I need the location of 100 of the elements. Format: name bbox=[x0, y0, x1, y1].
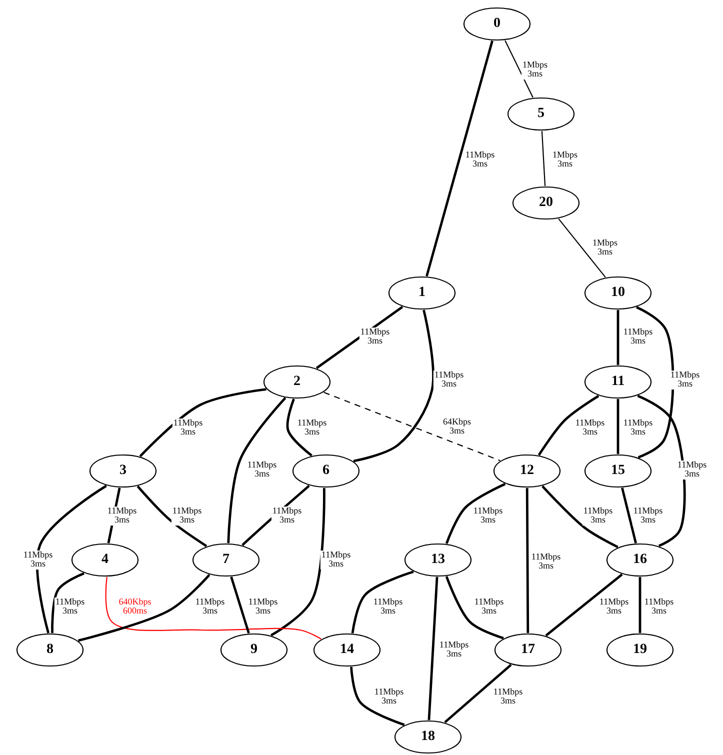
edge-label: 11Mbps 3ms bbox=[171, 506, 203, 526]
edge-label: 11Mbps 3ms bbox=[632, 506, 664, 526]
node-label: 16 bbox=[632, 552, 648, 568]
edge-label: 640Kbps 600ms bbox=[118, 598, 152, 616]
edge-label: 11Mbps 3ms bbox=[438, 640, 470, 660]
edge-label: 1Mbps 3ms bbox=[522, 60, 548, 80]
link-line bbox=[542, 485, 618, 548]
dashed-link-line bbox=[324, 392, 500, 462]
network-node bbox=[313, 633, 381, 667]
network-node bbox=[494, 633, 562, 667]
edge-label: 11Mbps 3ms bbox=[492, 688, 524, 706]
network-node bbox=[404, 543, 472, 577]
network-node bbox=[394, 720, 462, 754]
link-line bbox=[353, 310, 434, 462]
edge-label: 11Mbps 3ms bbox=[622, 418, 654, 438]
network-node bbox=[388, 276, 456, 310]
edge-label: 11Mbps 3ms bbox=[598, 598, 630, 616]
network-node bbox=[507, 97, 575, 131]
edge-label: 1Mbps 3ms bbox=[592, 238, 618, 258]
node-label: 13 bbox=[430, 552, 446, 568]
network-node bbox=[493, 454, 561, 488]
link-line bbox=[270, 488, 326, 636]
edge-label: 11Mbps 3ms bbox=[296, 418, 328, 438]
edge-label: 11Mbps 3ms bbox=[22, 550, 54, 570]
node-label: 2 bbox=[292, 374, 302, 390]
edge-label: 11Mbps 3ms bbox=[359, 328, 391, 346]
link-line bbox=[504, 40, 534, 98]
edge-label: 11Mbps 3ms bbox=[530, 552, 562, 572]
edge-label: 64Kbps 3ms bbox=[442, 418, 472, 436]
node-label: 9 bbox=[250, 642, 258, 658]
node-label: 11 bbox=[610, 374, 626, 390]
edge-label: 11Mbps 3ms bbox=[582, 506, 614, 526]
link-line bbox=[286, 398, 312, 457]
link-line bbox=[139, 388, 266, 458]
edge-label: 1Mbps 3ms bbox=[552, 150, 578, 170]
edge-label: 11Mbps 3ms bbox=[246, 460, 278, 480]
node-label: 7 bbox=[222, 552, 230, 568]
link-line bbox=[136, 486, 208, 548]
edge-label: 11Mbps 3ms bbox=[464, 150, 496, 170]
node-label: 4 bbox=[100, 552, 110, 568]
node-label: 0 bbox=[492, 16, 502, 32]
link-line bbox=[351, 570, 414, 634]
network-node bbox=[463, 7, 531, 41]
edge-label: 11Mbps 3ms bbox=[54, 598, 86, 616]
link-line bbox=[638, 577, 642, 633]
node-label: 14 bbox=[339, 642, 355, 658]
node-label: 15 bbox=[610, 463, 626, 479]
link-line bbox=[428, 576, 438, 720]
node-label: 8 bbox=[46, 642, 54, 658]
link-line bbox=[105, 576, 322, 640]
edge-label: 11Mbps 3ms bbox=[574, 418, 606, 438]
link-line bbox=[350, 666, 405, 726]
network-node bbox=[71, 543, 139, 577]
link-line bbox=[526, 488, 530, 633]
link-line bbox=[558, 218, 606, 278]
node-label: 19 bbox=[632, 642, 648, 658]
edge-label: 11Mbps 3ms bbox=[669, 370, 701, 390]
node-label: 20 bbox=[538, 195, 554, 211]
node-label: 12 bbox=[519, 463, 535, 479]
network-node bbox=[89, 454, 157, 488]
node-label: 6 bbox=[322, 463, 330, 479]
link-line bbox=[616, 310, 620, 365]
network-node bbox=[584, 365, 652, 399]
link-line bbox=[636, 306, 674, 458]
link-line bbox=[541, 130, 546, 186]
node-label: 1 bbox=[418, 285, 426, 301]
network-node bbox=[584, 276, 652, 310]
edge-label: 11Mbps 3ms bbox=[433, 370, 465, 390]
node-label: 3 bbox=[118, 463, 128, 479]
network-node bbox=[512, 186, 580, 220]
link-line bbox=[36, 484, 107, 634]
node-label: 5 bbox=[536, 106, 546, 122]
link-line bbox=[444, 664, 512, 724]
edge-label: 11Mbps 3ms bbox=[373, 688, 405, 706]
link-line bbox=[445, 482, 506, 544]
link-line bbox=[78, 574, 210, 642]
link-line bbox=[227, 397, 286, 544]
node-label: 10 bbox=[610, 285, 626, 301]
node-label: 18 bbox=[420, 729, 436, 745]
network-node bbox=[606, 543, 674, 577]
network-node bbox=[584, 454, 652, 488]
link-line bbox=[538, 394, 600, 456]
edge-label: 11Mbps 3ms bbox=[473, 598, 505, 616]
link-line bbox=[621, 488, 637, 544]
edge-label: 11Mbps 3ms bbox=[622, 328, 654, 346]
edge-label: 11Mbps 3ms bbox=[106, 506, 138, 526]
link-line bbox=[545, 574, 623, 636]
edge-label: 11Mbps 3ms bbox=[472, 506, 504, 526]
edge-label: 11Mbps 3ms bbox=[247, 598, 279, 616]
link-line bbox=[426, 40, 494, 276]
network-node bbox=[263, 365, 331, 399]
edge-label: 11Mbps 3ms bbox=[676, 460, 708, 480]
link-line bbox=[637, 394, 686, 547]
link-line bbox=[230, 576, 250, 634]
edge-label: 11Mbps 3ms bbox=[271, 506, 303, 526]
link-line bbox=[51, 572, 84, 634]
edge-label: 11Mbps 3ms bbox=[194, 598, 226, 616]
edge-label: 11Mbps 3ms bbox=[172, 418, 204, 438]
network-node bbox=[220, 633, 288, 667]
edge-label: 11Mbps 3ms bbox=[643, 598, 675, 616]
